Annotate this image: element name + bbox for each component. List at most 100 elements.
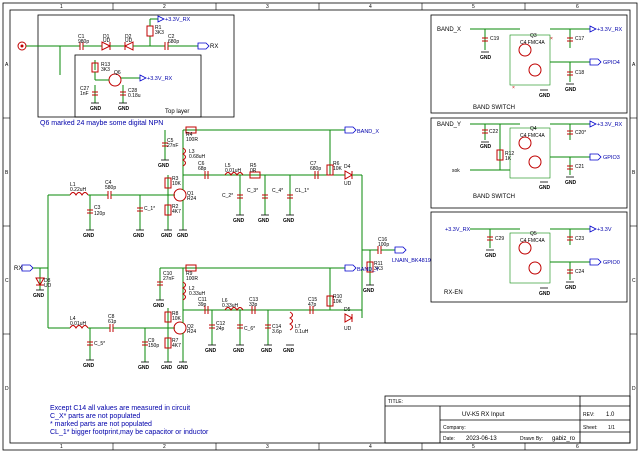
c10-value: 27nF [163, 276, 174, 282]
gnd-label: GND [153, 303, 165, 309]
top-block-labels: C1 980p D1 UD D2 UD R1 3K3 C2 680p RX +3… [40, 17, 218, 127]
c29-label: C29 [495, 236, 504, 242]
gnd-label: GND [363, 288, 375, 294]
gnd-label: GND [565, 180, 577, 186]
rx-input-port-icon [21, 264, 34, 272]
c2-value: 680p [168, 39, 179, 45]
gpio3-label: GPIO3 [603, 155, 620, 161]
inner-frame [9, 9, 631, 444]
r1-label: R1 [155, 25, 162, 31]
l1-value: 0.22uH [70, 187, 87, 193]
l3-inductor-icon [182, 147, 186, 167]
gpio4-label: GPIO4 [603, 60, 620, 66]
gnd-label: GND [161, 365, 173, 371]
supply-label: +3.3V_RX [165, 17, 191, 23]
col-label: 1 [60, 4, 63, 10]
gnd-label: GND [485, 253, 497, 259]
q4-label: Q4 [530, 126, 537, 132]
q5-transistor-icon [528, 261, 542, 275]
q2-transistor-icon [173, 321, 187, 335]
gnd-label: GND [233, 348, 245, 354]
band-switch-x-title: BAND SWITCH [473, 105, 515, 111]
svg-text:×: × [550, 36, 553, 42]
c19-label: C19 [490, 36, 499, 42]
r6-label: R6 [333, 161, 340, 167]
band-x-net-label: BAND_X [357, 129, 379, 135]
c23-label: C23 [575, 236, 584, 242]
q1-value: R24 [187, 196, 196, 202]
c9-label: C9 [148, 338, 155, 344]
r7-label: R7 [172, 338, 179, 344]
r12-label: R12 [505, 151, 514, 157]
rx-en-title: RX-EN [444, 290, 463, 296]
r3-resistor [164, 177, 172, 189]
c-2-label: C_2* [222, 193, 233, 199]
column-ticks [3, 3, 637, 450]
l5-value: 0.01uH [225, 168, 242, 174]
c8-label: C8 [108, 314, 115, 320]
q5-transistor-icon [518, 241, 532, 255]
band-switch-y-block [430, 117, 628, 209]
note-line: * marked parts are not populated [50, 421, 152, 428]
c6-label: C6 [198, 161, 205, 167]
gpio3-port-icon [589, 153, 602, 161]
c27-value: 1nF [80, 91, 89, 97]
drawn-value: gabiz_ro [552, 436, 576, 442]
r10-resistor [326, 295, 334, 307]
col-label: 6 [576, 4, 579, 10]
r7-value: 4K7 [172, 343, 181, 349]
diode-d1-icon [101, 41, 112, 51]
q3-part: C4 FMC4A [520, 40, 545, 46]
top-layer-label: Top layer [165, 109, 189, 115]
l7-value: 0.1uH [295, 329, 309, 335]
diode-d8-icon [35, 277, 45, 287]
r2-resistor [164, 204, 172, 216]
gpio0-label: GPIO0 [603, 260, 620, 266]
c28-label: C28 [128, 88, 137, 94]
d8-label: D8 [44, 278, 51, 284]
gnd-label: GND [480, 55, 492, 61]
q5-label: Q5 [530, 231, 537, 237]
gnd-label: GND [177, 365, 189, 371]
c16-label: C16 [378, 237, 387, 243]
cl-1-label: CL_1* [295, 188, 309, 194]
r13-label: R13 [101, 62, 110, 68]
c3-value: 120p [94, 211, 105, 217]
q1-label: Q1 [187, 191, 194, 197]
row-label: B [632, 170, 636, 176]
c14-value: 3.6p [272, 329, 282, 335]
c6-value: 68p [198, 166, 207, 172]
c4-value: 580p [105, 185, 116, 191]
r4-resistor [185, 126, 197, 134]
gnd-label: GND [33, 293, 45, 299]
l4-value: 0.01uH [70, 321, 87, 327]
l2-value: 0.33uH [189, 291, 206, 297]
rx-en-block [430, 211, 628, 303]
gnd-label: GND [133, 233, 145, 239]
c28-value: 0.18u [128, 93, 141, 99]
antenna-pad-dot [20, 44, 24, 48]
r5-value: 0R [250, 168, 257, 174]
c1-label: C1 [78, 34, 85, 40]
gnd-label: GND [539, 185, 551, 191]
gnd-label: GND [565, 87, 577, 93]
l2-label: L2 [189, 286, 195, 292]
q1-transistor-icon [173, 188, 187, 202]
gnd-label: GND [83, 363, 95, 369]
r8-label: R8 [172, 311, 179, 317]
l1-label: L1 [70, 182, 76, 188]
diode-d4-icon [344, 170, 354, 180]
sheet-value: 1/1 [608, 425, 615, 431]
rx-input-label: RX [14, 266, 22, 272]
col-label: 4 [369, 444, 372, 450]
col-label: 3 [266, 4, 269, 10]
l6-value: 0.33uH [222, 303, 239, 309]
rev-label: REV: [583, 412, 594, 418]
diode-d5-icon [344, 313, 354, 323]
main-circuit [21, 126, 407, 363]
supply-label: +3.3V_RX [597, 122, 623, 128]
l7-inductor-icon [289, 311, 293, 331]
title-block: TITLE: UV-K5 RX Input REV: 1.0 Company: … [384, 395, 631, 444]
d2-label: D2 [125, 34, 132, 40]
